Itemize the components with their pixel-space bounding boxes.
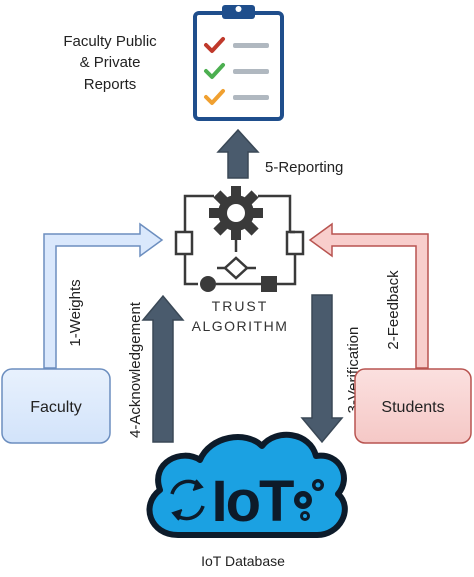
reports-label-line2: & Private — [80, 54, 141, 71]
refresh-icon — [170, 479, 205, 521]
weights-arrow — [43, 222, 164, 369]
feedback-label: 2-Feedback — [385, 270, 402, 350]
gear-icon — [209, 186, 263, 240]
reports-label-line3: Reports — [84, 76, 137, 93]
faculty-label: Faculty — [30, 399, 82, 416]
feedback-arrow — [308, 222, 429, 369]
check-red-icon — [204, 37, 225, 53]
iot-cloud-icon: IoT — [146, 431, 348, 539]
reports-label-line1: Faculty Public — [63, 33, 157, 50]
faculty-node — [1, 368, 111, 444]
students-node — [354, 368, 472, 444]
weights-label: 1-Weights — [67, 279, 84, 346]
reporting-label: 5-Reporting — [265, 159, 343, 176]
algorithm-label-line2: ALGORITHM — [192, 318, 289, 334]
trust-algorithm-icon — [174, 186, 305, 292]
check-green-icon — [204, 63, 225, 79]
check-orange-icon — [204, 89, 225, 105]
acknowledgement-label: 4-Acknowledgement — [127, 301, 144, 438]
students-label: Students — [381, 399, 444, 416]
iot-logo-text: IoT — [212, 469, 295, 534]
clipboard-icon — [193, 5, 284, 121]
reporting-arrow — [216, 128, 260, 179]
verification-arrow — [300, 294, 344, 444]
cogs-icon — [294, 479, 324, 521]
algorithm-label-line1: TRUST — [212, 298, 269, 314]
acknowledgement-arrow — [141, 294, 185, 443]
database-caption: IoT Database — [201, 553, 285, 569]
